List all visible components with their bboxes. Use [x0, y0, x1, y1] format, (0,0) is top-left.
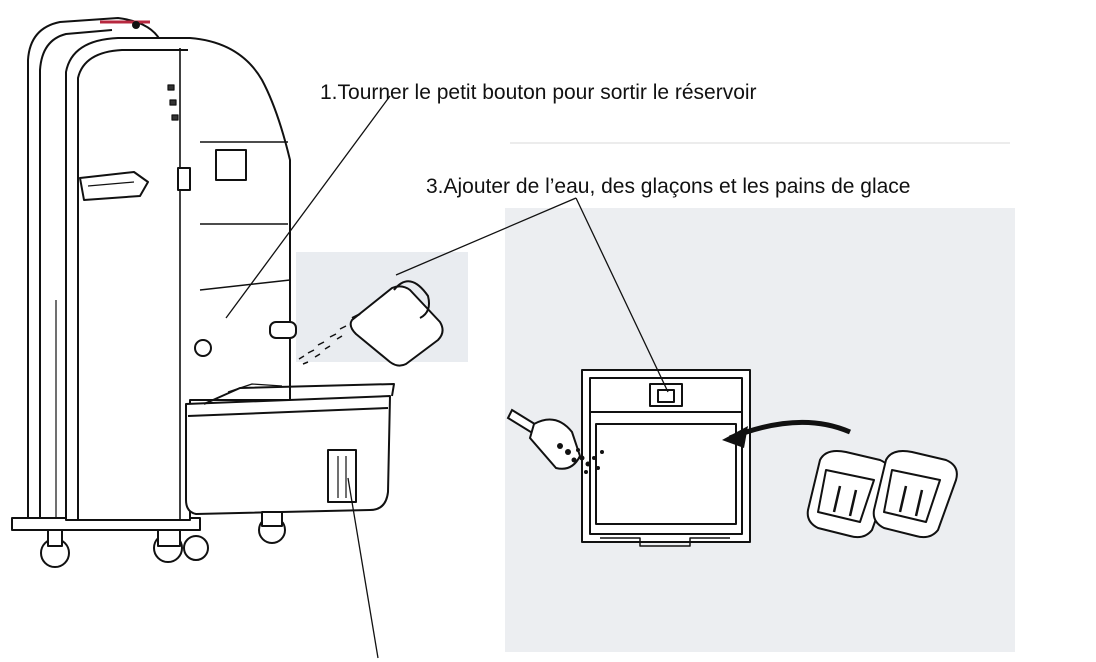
ice-scoop-icon	[506, 408, 604, 474]
cooler-back-inner	[39, 29, 113, 520]
tank-knob	[194, 339, 212, 357]
cooler-wheels	[40, 511, 286, 568]
arrow-head	[722, 426, 748, 448]
jug-icon	[298, 280, 444, 367]
air-cooler	[11, 17, 395, 568]
tank-top-view	[581, 369, 751, 547]
ice-pack-icon	[806, 450, 892, 539]
step1-annotation: 1.Tourner le petit bouton pour sortir le…	[320, 81, 757, 104]
water-tank	[185, 395, 391, 515]
cooler-window	[215, 149, 247, 181]
cooler-handle	[79, 171, 149, 201]
step3-annotation: 3.Ajouter de l’eau, des glaçons et les p…	[426, 175, 911, 198]
ice-pack-icon	[872, 450, 958, 539]
leader-lines	[225, 95, 669, 659]
